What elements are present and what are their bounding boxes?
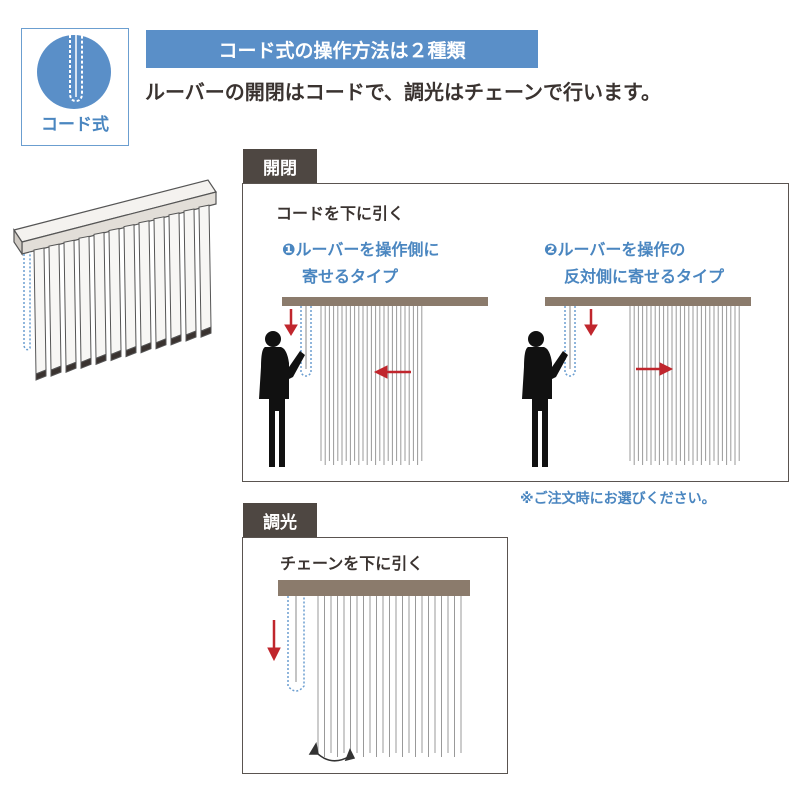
down-arrow-icon: [284, 309, 298, 336]
type1-scene: [259, 297, 488, 467]
louver-slat: [93, 231, 107, 360]
louver-weight: [35, 369, 47, 381]
louver-weight: [155, 338, 167, 350]
louver-weight: [50, 365, 62, 377]
louver-weight: [95, 353, 107, 366]
type1-line2: 寄せるタイプ: [302, 267, 399, 286]
type1-line1: ❶ルーバーを操作側に: [282, 240, 440, 259]
louver-slat: [48, 243, 62, 371]
left-arrow-icon: [373, 365, 411, 379]
title-banner: コード式の操作方法は２種類: [146, 30, 538, 68]
type2-label: ❷ルーバーを操作の 反対側に寄せるタイプ: [544, 236, 724, 290]
dimming-scene: [267, 580, 470, 762]
tab-open-close: 開閉: [243, 149, 317, 183]
rotate-arrow-icon: [308, 741, 356, 762]
down-arrow-icon: [267, 620, 281, 662]
person-icon: [522, 331, 568, 467]
type1-label: ❶ルーバーを操作側に 寄せるタイプ: [282, 236, 439, 290]
louver-weight: [65, 361, 77, 373]
louver-slat: [153, 216, 167, 344]
blind-product-icon: [13, 179, 217, 381]
type2-line2: 反対側に寄せるタイプ: [564, 267, 725, 286]
louver-slat: [168, 212, 182, 340]
louver-slat: [183, 208, 197, 336]
louver-slat: [78, 235, 92, 364]
open-close-instruction: コードを下に引く: [276, 204, 405, 223]
louver-weight: [125, 345, 137, 358]
louver-weight: [80, 357, 92, 370]
louver-weight: [140, 341, 152, 354]
tab-dimming: 調光: [243, 503, 317, 537]
type2-scene: [522, 297, 751, 467]
louver-weight: [185, 330, 197, 342]
dimming-instruction: チェーンを下に引く: [280, 554, 424, 573]
subtitle: ルーバーの開閉はコードで、調光はチェーンで行います。: [145, 80, 661, 104]
louver-slat: [123, 223, 137, 352]
dimming-panel: [242, 537, 508, 774]
louver-slat: [138, 220, 152, 348]
person-icon: [259, 331, 305, 467]
badge-label: コード式: [41, 115, 109, 135]
down-arrow-icon: [584, 309, 598, 336]
type2-line1: ❷ルーバーを操作の: [544, 240, 686, 259]
louver-weight: [170, 334, 182, 346]
louver-slat: [198, 204, 212, 332]
louver-weight: [200, 326, 212, 338]
louver-slat: [63, 239, 77, 367]
right-arrow-icon: [636, 362, 674, 376]
louver-slat: [108, 227, 122, 356]
order-note: ※ご注文時にお選びください。: [520, 491, 716, 507]
cord-badge-icon: [37, 35, 111, 109]
louver-weight: [110, 349, 122, 362]
louver-slat: [33, 247, 47, 375]
